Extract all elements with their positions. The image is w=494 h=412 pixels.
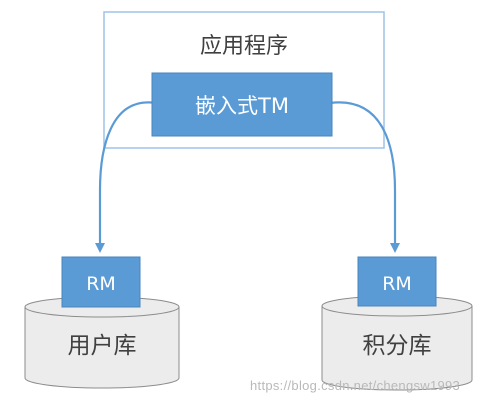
application-label: 应用程序 [200, 34, 288, 59]
right-db-label: 积分库 [363, 333, 432, 359]
left-database: 用户库 [24, 296, 180, 389]
right-database: 积分库 [321, 295, 473, 391]
left-cylinder-body [24, 307, 180, 389]
arrow-tm-to-left-rm [95, 101, 157, 253]
tm-box [151, 72, 333, 137]
arrow-tm-to-right-rm [329, 101, 400, 253]
right-rm-box [357, 256, 437, 307]
left-db-label: 用户库 [68, 333, 137, 359]
tm-label: 嵌入式TM [195, 94, 289, 118]
right-cylinder-body [321, 306, 473, 391]
left-rm-box [61, 256, 141, 308]
left-rm-label: RM [86, 273, 116, 295]
right-rm-label: RM [382, 273, 412, 295]
watermark-text: https://blog.csdn.net/chengsw1993 [250, 378, 461, 393]
